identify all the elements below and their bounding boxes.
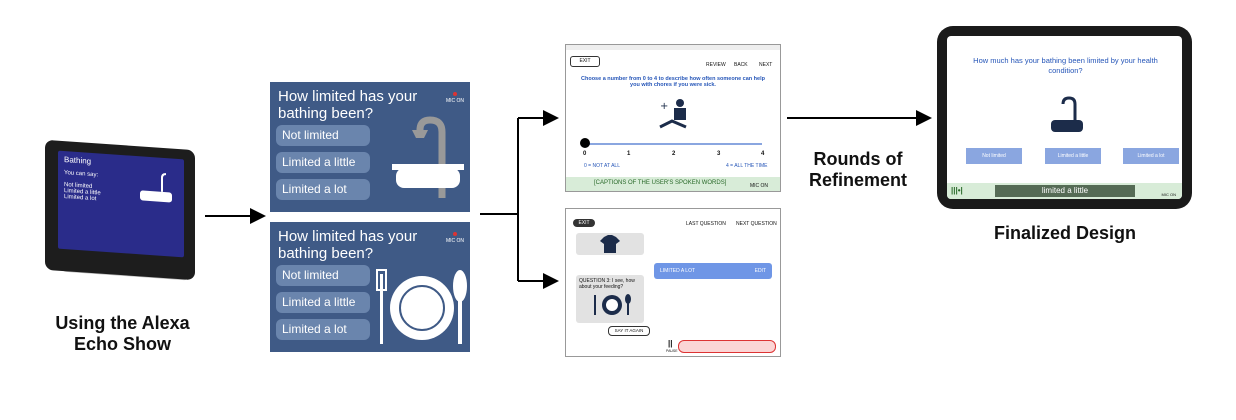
helper-icon: + [659, 99, 687, 129]
scale-tick[interactable]: 0 [583, 151, 587, 157]
next-question-button[interactable]: NEXT QUESTION [736, 221, 777, 227]
ipad-question: How much has your bathing been limited b… [973, 56, 1158, 75]
question-bubble: QUESTION 3: I see, how about your feedin… [576, 275, 644, 323]
svg-text:+: + [660, 101, 668, 112]
option-pill[interactable]: Not limited [276, 265, 370, 286]
bathtub-icon [140, 173, 172, 203]
scale-low-label: 0 = NOT AT ALL [584, 163, 620, 169]
card-question: How limited has your bathing been? [278, 88, 418, 122]
answer-text: LIMITED A LOT [660, 268, 696, 274]
caption-bar: |||•| limited a little MIC ON [947, 183, 1182, 199]
pause-label: PAUSE [666, 349, 678, 353]
mic-indicator: MIC ON [749, 183, 768, 189]
mic-indicator: MIC ON [1161, 192, 1176, 197]
pause-icon[interactable]: || [668, 339, 673, 348]
back-button[interactable]: BACK [734, 62, 748, 68]
last-question-button[interactable]: LAST QUESTION [686, 221, 726, 227]
scale-high-label: 4 = ALL THE TIME [726, 163, 768, 169]
card-question: How limited has your bathing been? [278, 228, 418, 262]
plate-utensils-icon [376, 269, 467, 344]
mic-indicator: MIC ON [446, 92, 464, 104]
status-bar [566, 45, 780, 50]
scale-thumb[interactable] [580, 138, 590, 148]
edit-button[interactable]: EDIT [754, 268, 766, 274]
scale-tick[interactable]: 2 [672, 151, 676, 157]
option-button[interactable]: Limited a little [1045, 148, 1101, 164]
caption-text: limited a little [995, 185, 1135, 197]
chat-bubble-image [576, 233, 644, 255]
option-pill[interactable]: Limited a lot [276, 319, 370, 340]
ipad-device: How much has your bathing been limited b… [937, 26, 1192, 209]
scale-question: Choose a number from 0 to 4 to describe … [581, 76, 765, 88]
label-alexa: Using the Alexa Echo Show [55, 313, 190, 354]
option-button[interactable]: Limited a lot [1123, 148, 1179, 164]
scale-track [586, 143, 762, 145]
option-pill[interactable]: Limited a little [276, 292, 370, 313]
say-again-button[interactable]: SAY IT AGAIN [608, 326, 650, 336]
option-pill[interactable]: Not limited [276, 125, 370, 146]
bathtub-icon [1051, 96, 1083, 132]
tablet-scale-screen: EXIT REVIEW BACK NEXT Choose a number fr… [565, 44, 781, 192]
bathtub-icon [392, 116, 464, 198]
option-pill[interactable]: Limited a lot [276, 179, 370, 200]
answer-bubble: LIMITED A LOT EDIT [654, 263, 772, 279]
next-button[interactable]: NEXT [759, 62, 773, 68]
option-pill[interactable]: Limited a little [276, 152, 370, 173]
ipad-screen: How much has your bathing been limited b… [947, 36, 1182, 199]
exit-button[interactable]: EXIT [570, 56, 600, 67]
option-button[interactable]: Not limited [966, 148, 1022, 164]
card-bathing: How limited has your bathing been? MIC O… [270, 82, 470, 212]
scale-tick[interactable]: 3 [717, 151, 721, 157]
shirt-icon [600, 235, 620, 253]
scale-tick[interactable]: 1 [627, 151, 631, 157]
echo-screen: Bathing You can say: Not limited Limited… [58, 150, 184, 258]
recording-bar[interactable] [678, 340, 776, 353]
mic-indicator: MIC ON [446, 232, 464, 244]
question-text: QUESTION 3: I see, how about your feedin… [579, 278, 635, 290]
label-rounds: Rounds of Refinement [808, 149, 907, 190]
caption-text: [CAPTIONS OF THE USER'S SPOKEN WORDS] [594, 180, 727, 186]
echo-title: Bathing [64, 155, 92, 166]
waveform-icon: |||•| [951, 186, 963, 195]
plate-utensils-icon [594, 294, 631, 315]
tablet-chat-screen: EXIT LAST QUESTION NEXT QUESTION LIMITED… [565, 208, 781, 357]
card-bathing-2: How limited has your bathing been? MIC O… [270, 222, 470, 352]
review-button[interactable]: REVIEW [706, 62, 726, 68]
scale-tick[interactable]: 4 [761, 151, 765, 157]
caption-bar: [CAPTIONS OF THE USER'S SPOKEN WORDS] MI… [566, 177, 780, 191]
exit-button[interactable]: EXIT [573, 219, 595, 227]
label-finalized: Finalized Design [993, 223, 1137, 243]
